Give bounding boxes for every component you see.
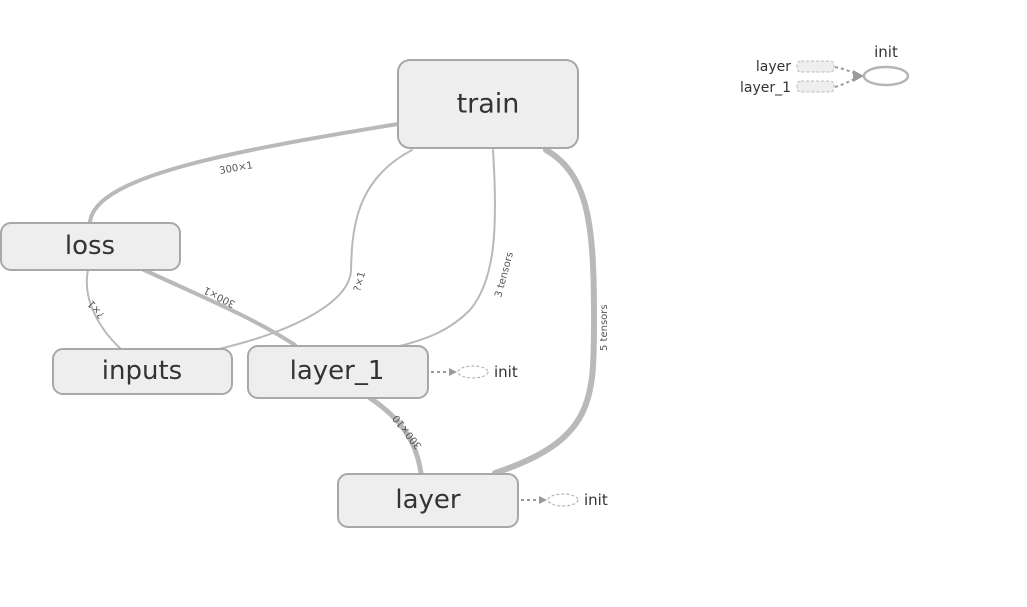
node-train-label: train [457, 89, 520, 120]
edge-label-train-inputs: ?×1 [352, 271, 368, 293]
node-train[interactable]: train [397, 59, 579, 149]
init-input-edge-2 [834, 76, 859, 88]
init-subgraph[interactable]: init layer layer_1 [740, 43, 910, 96]
init-input-layer-pill[interactable] [796, 60, 835, 73]
init-ref-layer-1-label: init [494, 363, 518, 381]
init-input-layer-1-pill[interactable] [796, 80, 835, 93]
edge-label-layer1-layer: 300×10 [391, 412, 424, 450]
init-node-icon [547, 493, 579, 507]
init-ref-layer[interactable]: init [521, 491, 608, 509]
node-layer-1-label: layer_1 [290, 356, 385, 386]
edge-train-layer[interactable] [492, 147, 598, 476]
init-input-layer-label: layer [756, 59, 791, 75]
init-input-edge-1 [834, 66, 859, 76]
arrow-icon [449, 368, 457, 376]
edge-loss-layer1[interactable] [140, 267, 297, 347]
init-input-layer-1-label: layer_1 [740, 80, 791, 96]
node-layer-1[interactable]: layer_1 [247, 345, 429, 399]
arrow-icon [853, 70, 864, 82]
node-layer-label: layer [395, 485, 461, 515]
edge-train-layer1[interactable] [399, 149, 496, 347]
init-ref-layer-1[interactable]: init [431, 363, 518, 381]
edge-label-train-loss: 300×1 [219, 160, 254, 177]
node-inputs-label: inputs [102, 356, 182, 386]
node-inputs[interactable]: inputs [52, 348, 233, 395]
edge-label-train-layer1: 3 tensors [493, 251, 516, 299]
edge-labels: 300×1 ?×1 3 tensors 5 tensors 300×1 ?×1 … [86, 160, 610, 451]
edge-train-loss[interactable] [88, 122, 400, 224]
node-layer[interactable]: layer [337, 473, 519, 528]
init-node-icon [457, 365, 489, 379]
init-ref-layer-label: init [584, 491, 608, 509]
edge-loss-inputs[interactable] [85, 269, 123, 351]
node-loss[interactable]: loss [0, 222, 181, 271]
node-loss-label: loss [65, 231, 115, 261]
arrow-icon [539, 496, 547, 504]
init-node[interactable] [862, 65, 910, 87]
edge-layer1-layer[interactable] [367, 395, 424, 476]
edge-train-inputs[interactable] [214, 149, 413, 351]
edge-label-train-layer: 5 tensors [599, 304, 610, 351]
init-title: init [874, 43, 898, 61]
edges [85, 122, 598, 476]
